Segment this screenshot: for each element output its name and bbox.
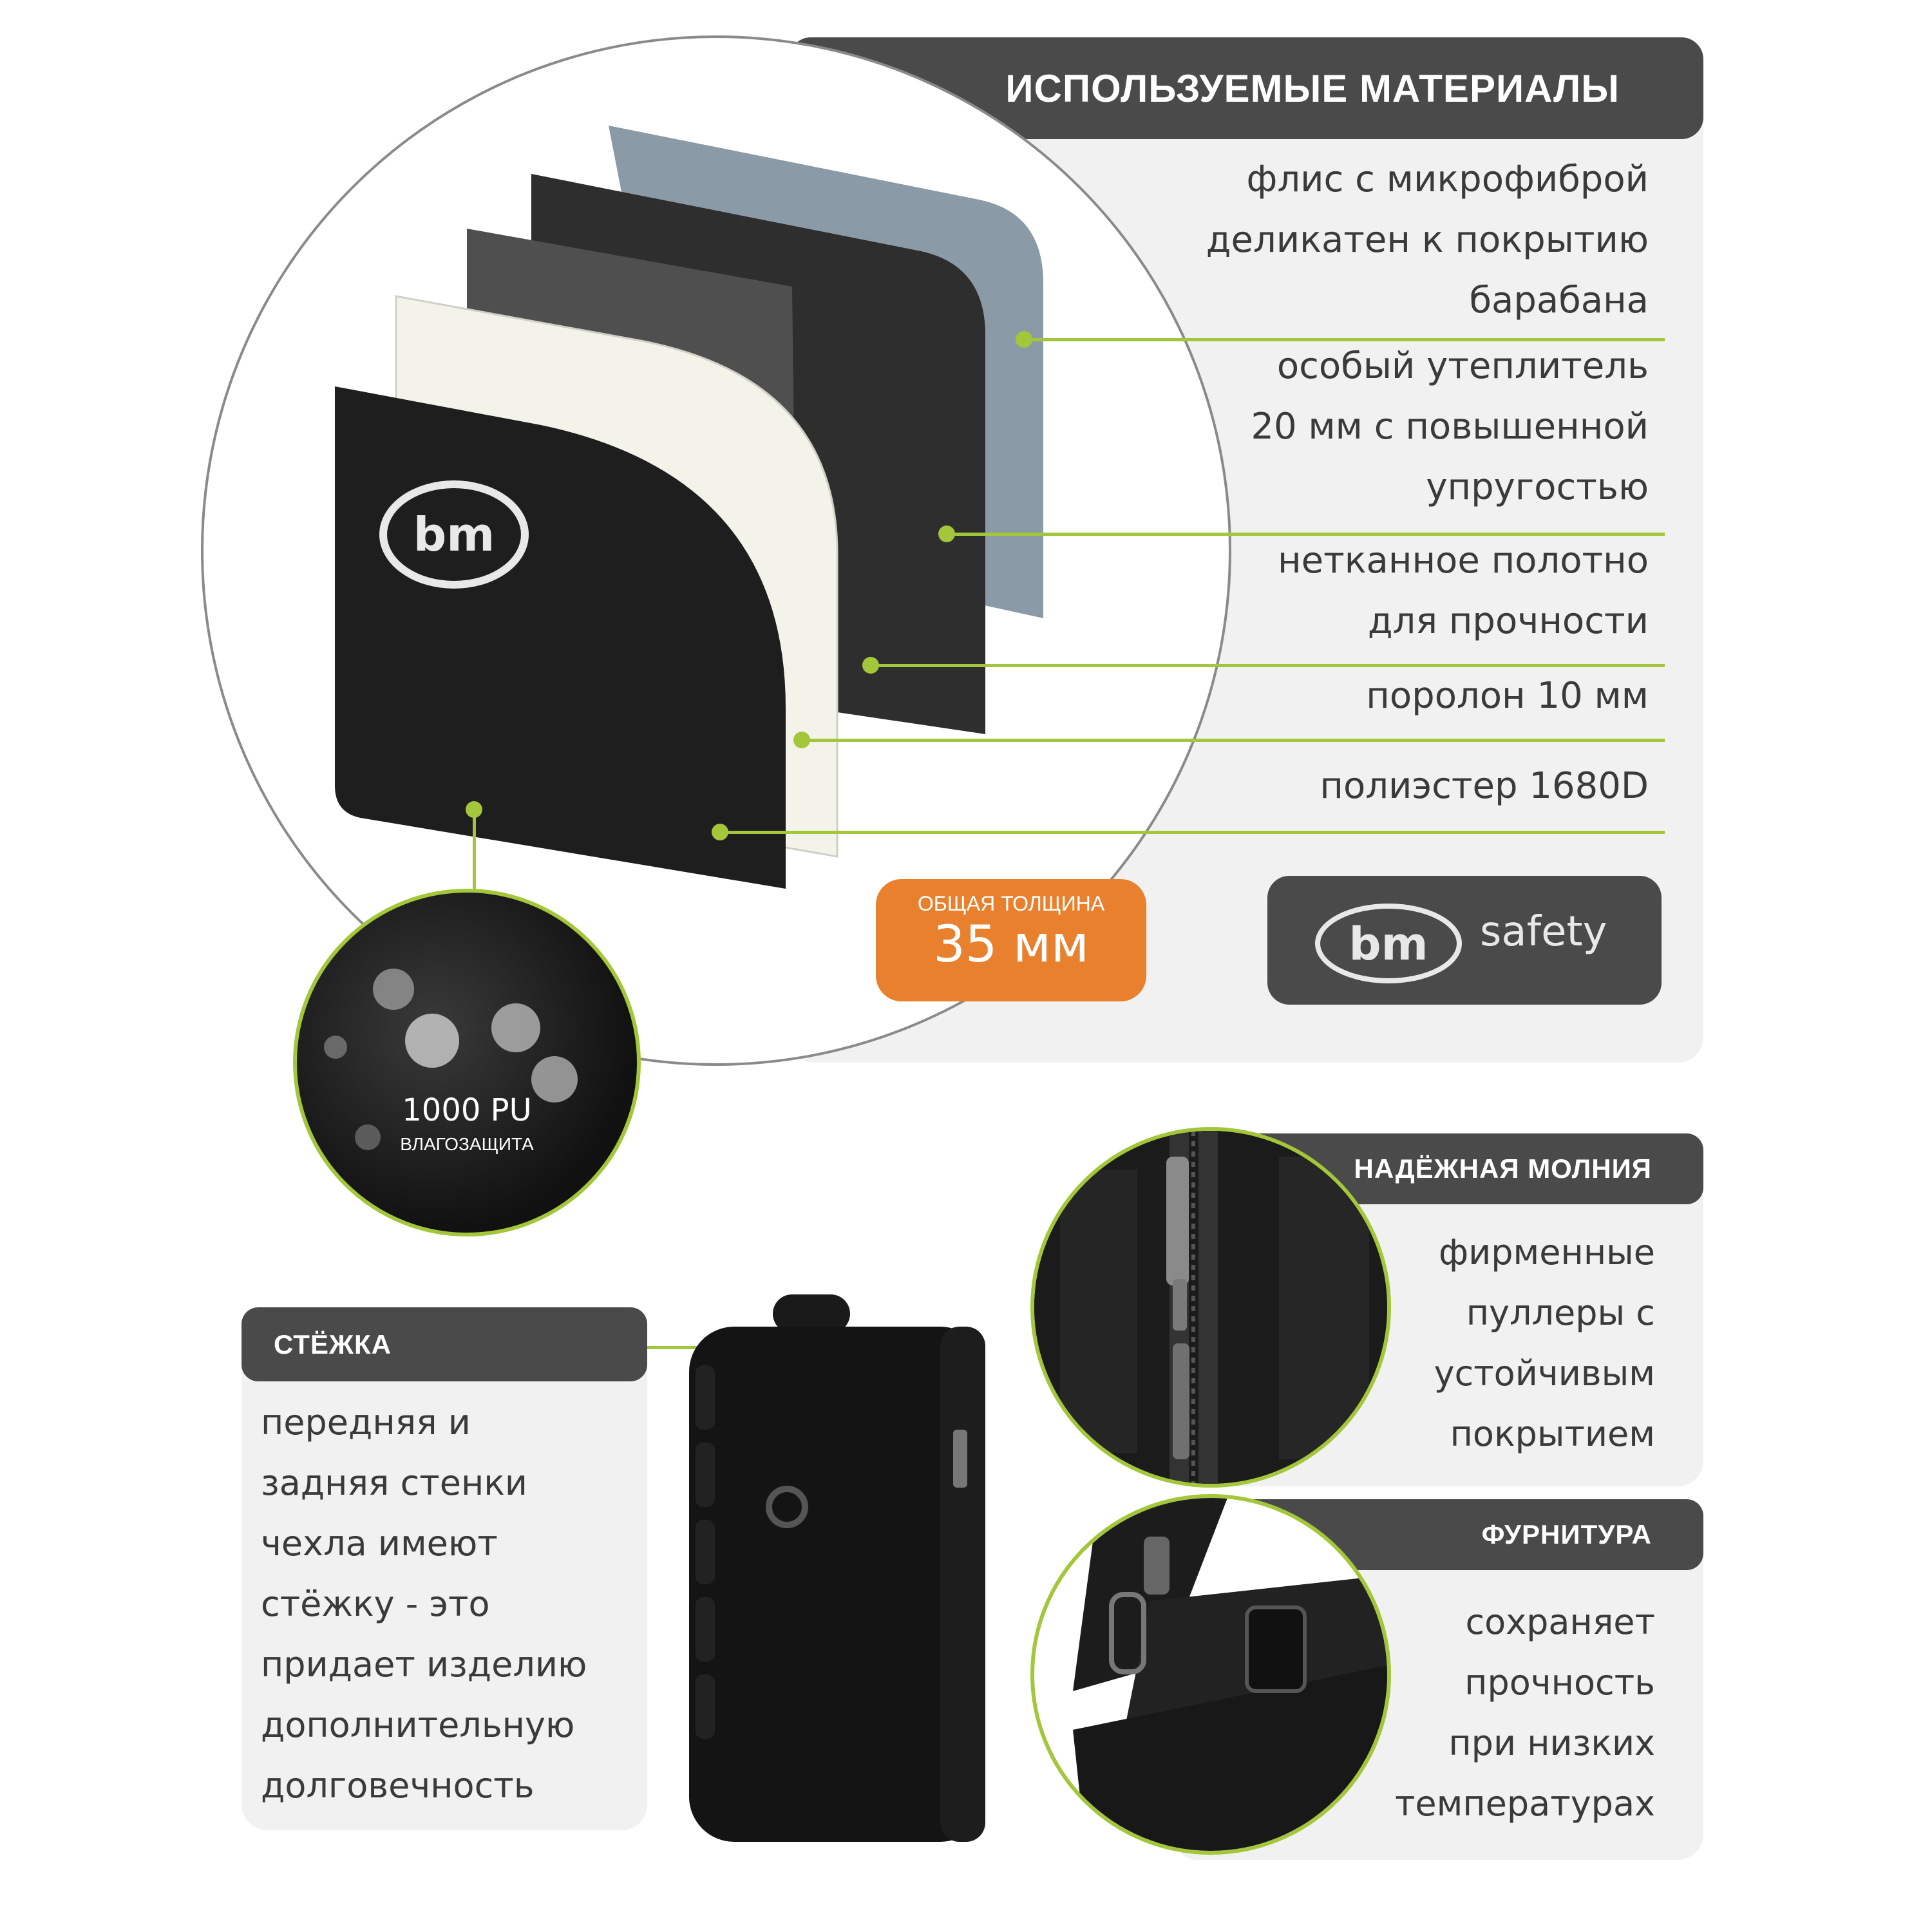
- leader-nonwoven: [871, 664, 1665, 667]
- thickness-badge: ОБЩАЯ ТОЛЩИНА 35 мм: [876, 879, 1146, 1001]
- materials-title: ИСПОЛЬЗУЕМЫЕ МАТЕРИАЛЫ: [1005, 66, 1620, 110]
- zipper-title: НАДЁЖНАЯ МОЛНИЯ: [1354, 1153, 1652, 1184]
- water-droplets-image: [324, 969, 578, 1150]
- dot-waterproof: [466, 801, 482, 818]
- waterproof-label: ВЛАГОЗАЩИТА: [400, 1134, 534, 1154]
- hardware-photo-circle: [1030, 1494, 1391, 1855]
- svg-text:bm: bm: [1349, 918, 1428, 971]
- leader-polyester: [720, 831, 1665, 834]
- bag-illustration: [689, 1294, 985, 1842]
- leader-stitch: [647, 1346, 719, 1349]
- dot-nonwoven: [862, 657, 879, 674]
- bm-logo-badge: [379, 480, 529, 589]
- layer-text-polyester: полиэстер 1680D: [1320, 765, 1649, 807]
- dot-fleece: [1016, 331, 1032, 348]
- buckle-image: [1073, 1498, 1387, 1851]
- dot-foam: [793, 732, 810, 748]
- svg-text:bm: bm: [413, 507, 495, 562]
- waterproof-circle: 1000 PU ВЛАГОЗАЩИТА: [293, 889, 641, 1236]
- hardware-text: сохраняет прочность при низких температу…: [1394, 1602, 1655, 1824]
- dot-insulation: [938, 526, 955, 542]
- leader-fleece: [1024, 338, 1665, 341]
- bm-logo: bm: [1315, 904, 1462, 983]
- leader-foam: [802, 739, 1665, 742]
- leader-insulation: [947, 533, 1665, 536]
- zipper-text: фирменные пуллеры с устойчивым покрытием: [1434, 1232, 1655, 1454]
- thickness-label: ОБЩАЯ ТОЛЩИНА: [917, 892, 1105, 915]
- zipper-photo-circle: [1030, 1127, 1391, 1488]
- layer-text-nonwoven: нетканное полотно для прочности: [1278, 540, 1649, 642]
- layer-text-foam: поролон 10 мм: [1366, 675, 1649, 717]
- hardware-title: ФУРНИТУРА: [1481, 1519, 1652, 1549]
- material-layers-illustration: bm: [335, 126, 1043, 889]
- layer-text-fleece: флис с микрофиброй деликатен к покрытию …: [1206, 158, 1649, 321]
- stitch-title: СТЁЖКА: [274, 1329, 392, 1359]
- stitch-panel: [242, 1307, 647, 1830]
- brand-safety-badge: bm safety: [1267, 876, 1662, 1005]
- dot-polyester: [712, 824, 728, 840]
- thickness-value: 35 мм: [933, 916, 1089, 974]
- stitch-header: СТЁЖКА: [242, 1307, 647, 1381]
- waterproof-value: 1000 PU: [402, 1092, 532, 1128]
- layer-text-insulation: особый утеплитель 20 мм с повышенной упр…: [1251, 345, 1649, 508]
- safety-label: safety: [1480, 908, 1607, 956]
- zipper-image: [1034, 1131, 1387, 1484]
- leader-waterproof: [473, 808, 476, 937]
- stitch-text: передняя и задняя стенки чехла имеют стё…: [261, 1402, 587, 1806]
